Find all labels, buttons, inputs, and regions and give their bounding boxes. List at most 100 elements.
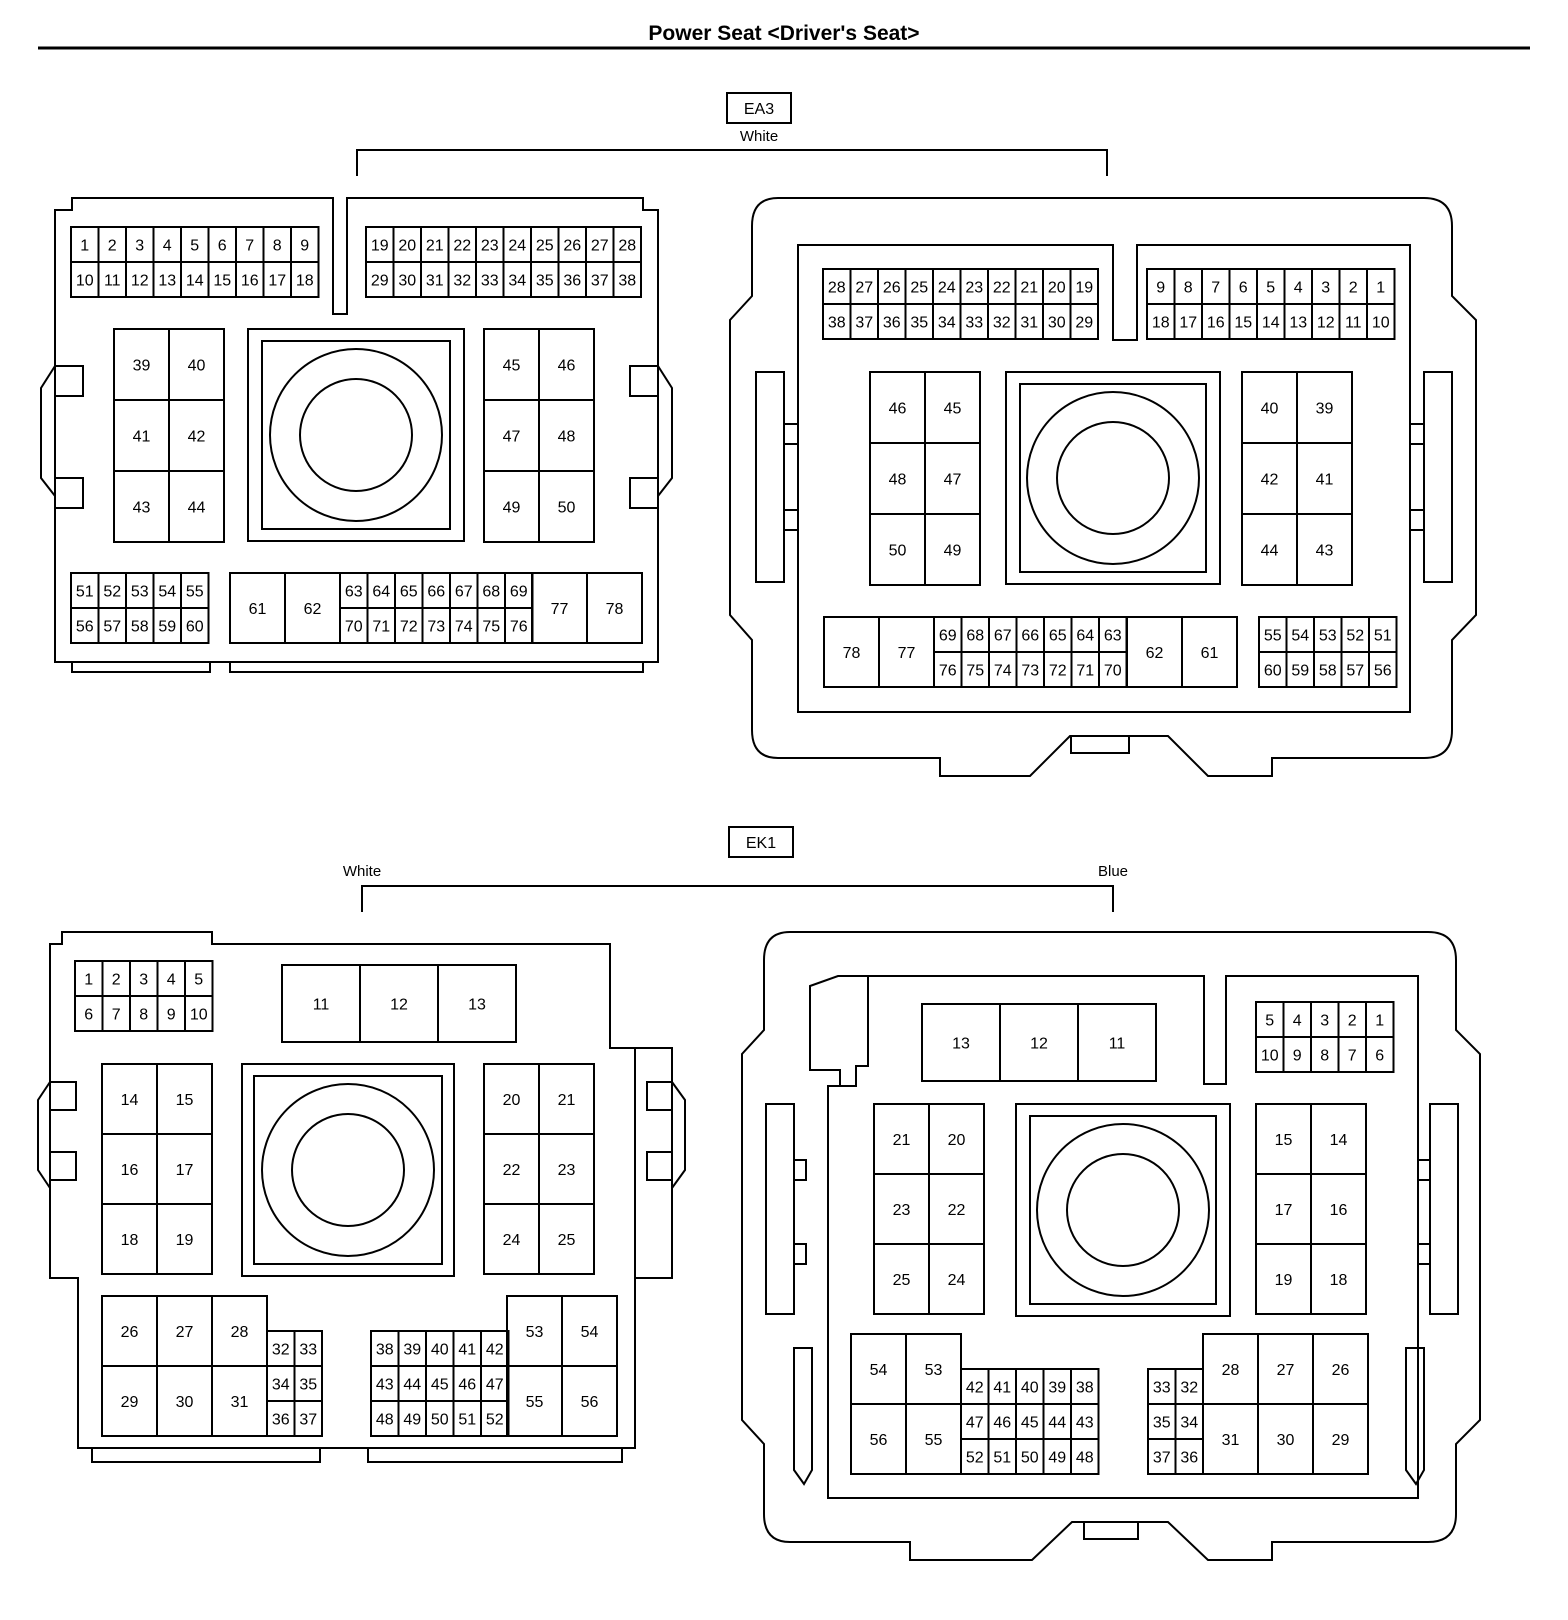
pin-label: 6 [1239,280,1248,297]
pin-label: 21 [1020,280,1038,297]
pin-label: 40 [1021,1380,1039,1397]
pin-label: 51 [993,1450,1011,1467]
pin-label: 10 [76,273,94,290]
pin-label: 77 [898,645,916,662]
pin-label: 38 [1076,1380,1094,1397]
pin-label: 74 [455,619,473,636]
pin-label: 35 [1153,1415,1171,1432]
pin-cell [538,470,595,543]
pin-label: 48 [1076,1450,1094,1467]
pin-label: 48 [889,472,907,489]
pin-label: 2 [1348,1013,1357,1030]
pin-label: 20 [398,238,416,255]
pin-label: 26 [883,280,901,297]
pin-label: 31 [1222,1432,1240,1449]
pin-label: 44 [188,500,206,517]
pin-label: 24 [938,280,956,297]
pin-label: 24 [948,1272,966,1289]
pin-label: 27 [591,238,609,255]
pin-label: 8 [273,238,282,255]
pin-label: 28 [1222,1362,1240,1379]
pin-label: 44 [1048,1415,1066,1432]
pin-label: 36 [563,273,581,290]
pin-label: 11 [1345,315,1362,332]
pin-label: 18 [296,273,314,290]
pin-label: 33 [965,315,983,332]
pin-label: 5 [1266,280,1275,297]
pin-label: 56 [870,1432,888,1449]
pin-label: 55 [1264,628,1282,645]
pin-cell [156,1203,213,1275]
pin-label: 31 [426,273,444,290]
pin-label: 11 [1109,1036,1126,1053]
pin-label: 28 [828,280,846,297]
pin-label: 36 [883,315,901,332]
pin-cell [184,995,214,1032]
pin-label: 47 [944,472,962,489]
pin-label: 23 [481,238,499,255]
pin-label: 29 [1075,315,1093,332]
pin-label: 20 [948,1132,966,1149]
pin-label: 40 [1261,401,1279,418]
pin-label: 4 [1293,1013,1302,1030]
pin-label: 8 [139,1007,148,1024]
pin-label: 13 [952,1036,970,1053]
pin-label: 30 [1277,1432,1295,1449]
pin-label: 43 [1076,1415,1094,1432]
pin-cell [180,607,210,644]
pin-label: 48 [558,429,576,446]
pin-label: 44 [1261,543,1279,560]
pin-label: 18 [1152,315,1170,332]
pin-label: 54 [1291,628,1309,645]
pin-label: 20 [503,1092,521,1109]
pin-label: 37 [855,315,873,332]
pin-label: 5 [1265,1013,1274,1030]
pin-label: 29 [1332,1432,1350,1449]
pin-label: 12 [1030,1036,1048,1053]
pin-label: 30 [176,1394,194,1411]
pin-label: 11 [104,273,121,290]
pin-label: 31 [231,1394,249,1411]
pin-label: 9 [1293,1048,1302,1065]
pin-label: 62 [304,601,322,618]
pin-label: 4 [1294,280,1303,297]
pin-label: 32 [1180,1380,1198,1397]
pin-label: 37 [591,273,609,290]
pin-label: 38 [376,1342,394,1359]
pin-label: 67 [994,628,1012,645]
pin-label: 7 [112,1007,121,1024]
pin-label: 6 [218,238,227,255]
pin-label: 15 [176,1092,194,1109]
pin-label: 12 [390,997,408,1014]
pin-label: 6 [1375,1048,1384,1065]
pin-label: 2 [108,238,117,255]
pin-label: 36 [272,1412,290,1429]
pin-label: 10 [1372,315,1390,332]
pin-label: 51 [458,1412,476,1429]
pin-label: 31 [1020,315,1038,332]
pin-label: 52 [1346,628,1364,645]
pin-label: 56 [581,1394,599,1411]
pin-label: 33 [299,1342,317,1359]
pin-label: 45 [431,1377,449,1394]
pin-label: 12 [1317,315,1335,332]
pin-label: 16 [1207,315,1225,332]
pin-cell [293,1400,323,1437]
pin-cell [437,964,517,1043]
pin-label: 24 [508,238,526,255]
pin-label: 23 [558,1162,576,1179]
pin-label: 38 [828,315,846,332]
pin-label: 2 [112,972,121,989]
pin-label: 13 [1289,315,1307,332]
pin-label: 38 [618,273,636,290]
pin-label: 26 [1332,1362,1350,1379]
pin-label: 2 [1349,280,1358,297]
pin-label: 45 [1021,1415,1039,1432]
pin-cell [561,1365,618,1437]
pin-label: 33 [481,273,499,290]
